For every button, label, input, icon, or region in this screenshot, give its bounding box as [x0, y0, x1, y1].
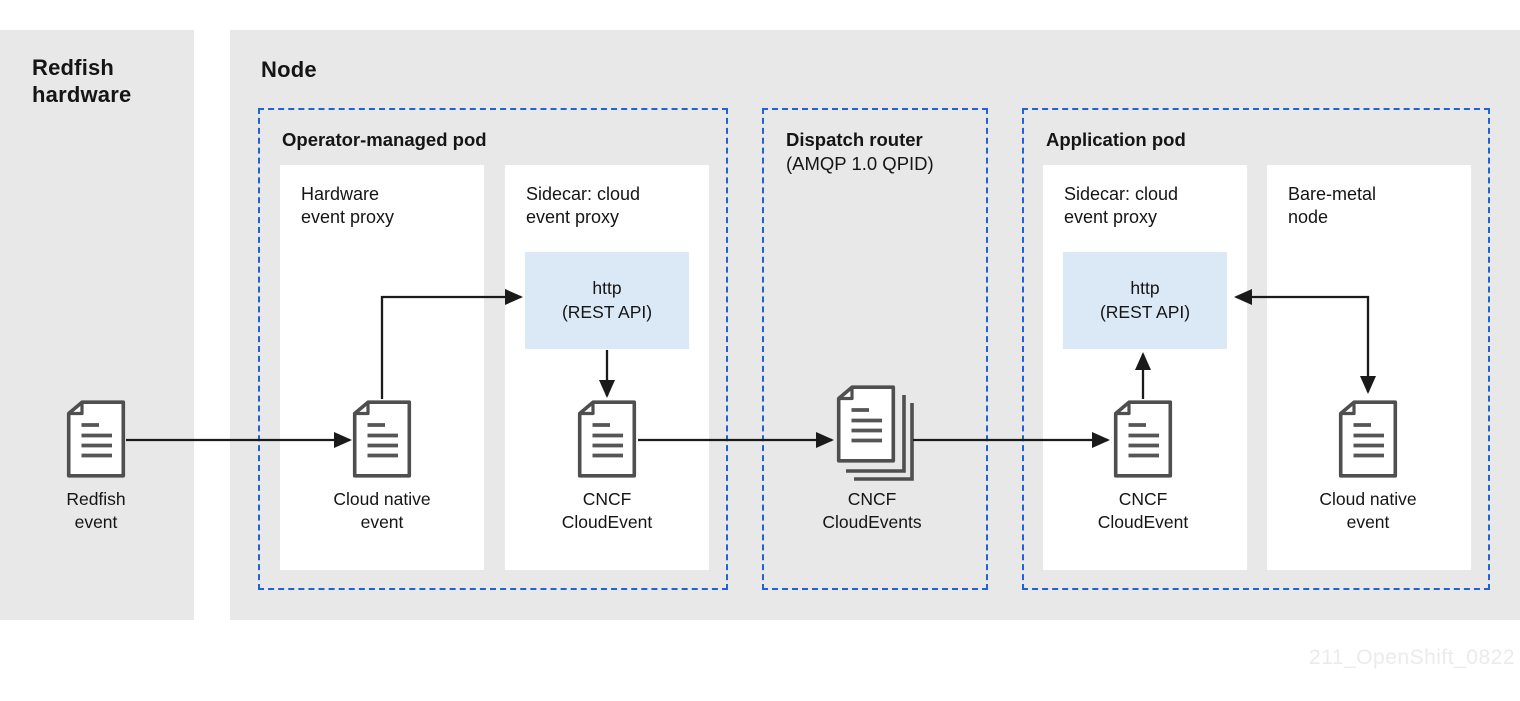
app-rest-api-label: (REST API) [1099, 301, 1191, 322]
bare-metal-title-line2: node [1288, 207, 1329, 228]
cncf-cloudevents-label-line2: CloudEvents [822, 511, 922, 532]
dispatch-router-subtitle: (AMQP 1.0 QPID) [786, 153, 934, 174]
hardware-event-proxy-title-line1: Hardware [301, 184, 380, 204]
dispatch-router-pod: Dispatch router (AMQP 1.0 QPID) [762, 108, 988, 590]
redfish-hardware-title: Redfish hardware [32, 55, 131, 109]
rest-api-label: (REST API) [561, 301, 653, 322]
cncf-cloudevent-label-line1: CNCF [582, 489, 632, 509]
sidecar-title-line1: Sidecar: cloud [526, 184, 641, 204]
redfish-hardware-panel: Redfish hardware [0, 30, 194, 620]
stack-sheet-middle [846, 395, 906, 473]
bare-metal-title-line1: Bare-metal [1288, 184, 1377, 204]
app-sidecar-title-line2: event proxy [1064, 207, 1158, 228]
redfish-hardware-title-line1: Redfish [32, 55, 115, 80]
cloud-native-event-label: Cloud native event [307, 488, 457, 534]
watermark: 211_OpenShift_0822 [1309, 646, 1515, 669]
hardware-event-proxy-title-line2: event proxy [301, 207, 395, 228]
sidecar-cloud-event-proxy-title: Sidecar: cloud event proxy [526, 183, 640, 229]
cncf-cloudevents-label-line1: CNCF [847, 489, 897, 509]
operator-managed-pod: Operator-managed pod Hardware event prox… [258, 108, 728, 590]
redfish-hardware-title-line2: hardware [32, 81, 132, 107]
cncf-cloudevents-label: CNCF CloudEvents [797, 488, 947, 534]
sidecar-title-line2: event proxy [526, 207, 620, 228]
document-icon [1113, 400, 1173, 478]
redfish-event-label-line2: event [74, 511, 118, 532]
app-http-rest-api-box: http (REST API) [1063, 252, 1227, 349]
sidecar-cloud-event-proxy-box: Sidecar: cloud event proxy http (REST AP… [505, 165, 709, 570]
document-icon [1338, 400, 1398, 478]
app-cloud-native-event-label-line2: event [1346, 511, 1390, 532]
app-cncf-cloudevent-label-line2: CloudEvent [1097, 511, 1189, 532]
document-icon [66, 400, 126, 478]
cloud-native-event-label-line1: Cloud native [333, 489, 431, 509]
document-stack-icon [836, 385, 914, 481]
redfish-event-label: Redfish event [21, 488, 171, 534]
bare-metal-node-title: Bare-metal node [1288, 183, 1376, 229]
hardware-event-proxy-title: Hardware event proxy [301, 183, 394, 229]
app-cncf-cloudevent-label-line1: CNCF [1118, 489, 1168, 509]
app-cloud-native-event-label: Cloud native event [1293, 488, 1443, 534]
http-label: http [592, 277, 622, 298]
app-http-label: http [1130, 277, 1160, 298]
document-icon [577, 400, 637, 478]
cloud-native-event-label-line2: event [360, 511, 404, 532]
cncf-cloudevent-label-line2: CloudEvent [561, 511, 653, 532]
dispatch-router-title: Dispatch router [786, 129, 923, 150]
application-pod-title: Application pod [1046, 129, 1186, 150]
http-rest-api-box: http (REST API) [525, 252, 689, 349]
cncf-cloudevent-label: CNCF CloudEvent [532, 488, 682, 534]
operator-managed-pod-title: Operator-managed pod [282, 129, 487, 150]
app-sidecar-title: Sidecar: cloud event proxy [1064, 183, 1178, 229]
app-sidecar-title-line1: Sidecar: cloud [1064, 184, 1179, 204]
app-cncf-cloudevent-label: CNCF CloudEvent [1068, 488, 1218, 534]
app-cloud-native-event-label-line1: Cloud native [1319, 489, 1417, 509]
application-pod: Application pod Sidecar: cloud event pro… [1022, 108, 1490, 590]
redfish-event-label-line1: Redfish [66, 489, 126, 509]
node-title: Node [261, 57, 317, 82]
document-icon [352, 400, 412, 478]
stack-sheet-back [854, 403, 914, 481]
